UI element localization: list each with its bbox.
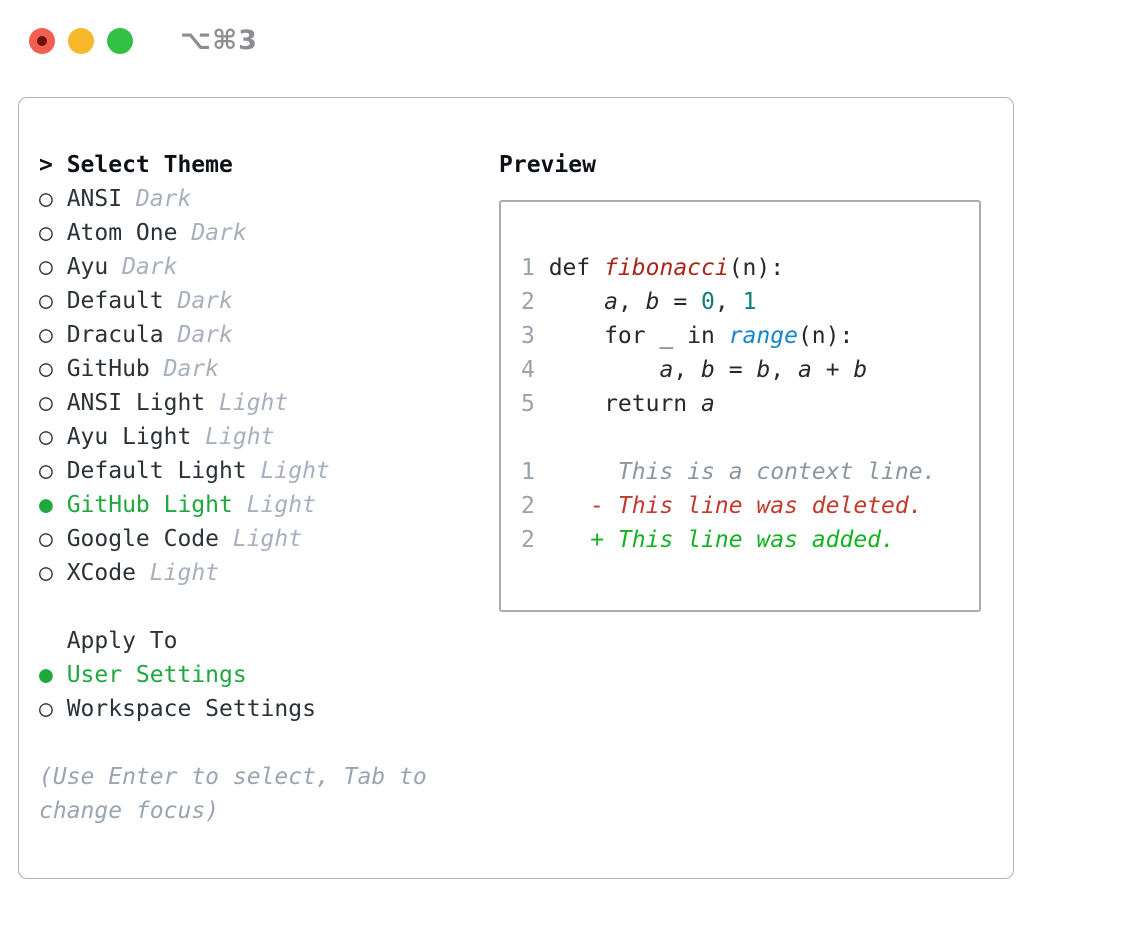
line-number: 2 [521, 493, 535, 519]
line-number: 2 [521, 289, 535, 315]
theme-variant: Dark [177, 288, 233, 314]
code-line: 4 a, b = b, a + b [521, 353, 963, 387]
radio-selected-icon: ● [39, 662, 53, 688]
apply-option-user-settings[interactable]: ● User Settings [39, 658, 479, 692]
radio-unselected-icon: ○ [39, 322, 53, 348]
theme-name: Default Light [66, 458, 247, 484]
radio-unselected-icon: ○ [39, 356, 53, 382]
radio-unselected-icon: ○ [39, 390, 53, 416]
code-line: 2 a, b = 0, 1 [521, 285, 963, 319]
line-number: 1 [521, 459, 535, 485]
theme-name: Dracula [66, 322, 164, 348]
window-title: ⌥⌘3 [180, 25, 258, 56]
theme-list: > Select Theme ○ ANSI Dark ○ Atom One Da… [39, 148, 479, 828]
record-dot-icon [37, 35, 47, 46]
line-number: 1 [521, 255, 535, 281]
theme-option-ayu-dark[interactable]: ○ Ayu Dark [39, 250, 479, 284]
theme-name: XCode [66, 560, 136, 586]
theme-variant: Dark [135, 186, 192, 212]
theme-name: Ayu Light [66, 424, 192, 450]
title-bar: ⌥⌘3 [29, 25, 258, 56]
preview-box: 1 def fibonacci(n): 2 a, b = 0, 1 3 for … [499, 200, 981, 612]
select-theme-heading: > Select Theme [39, 148, 479, 182]
focus-caret-icon: > [39, 152, 53, 178]
radio-unselected-icon: ○ [39, 254, 53, 280]
minimize-button[interactable] [68, 27, 94, 54]
diff-deleted-text: - This line was deleted. [548, 493, 923, 519]
line-number: 5 [521, 391, 535, 417]
function-name-token: fibonacci [604, 255, 729, 281]
blank-line [521, 421, 963, 455]
radio-unselected-icon: ○ [39, 458, 53, 484]
number-token: 1 [742, 289, 757, 315]
theme-option-ayu-light[interactable]: ○ Ayu Light Light [39, 420, 479, 454]
code-line: 5 return a [521, 387, 963, 421]
diff-added-text: + This line was added. [548, 527, 895, 553]
theme-option-dracula-dark[interactable]: ○ Dracula Dark [39, 318, 479, 352]
theme-variant: Dark [177, 322, 233, 348]
preview-pane: Preview 1 def fibonacci(n): 2 a, b = 0, … [499, 148, 985, 612]
theme-option-google-code[interactable]: ○ Google Code Light [39, 522, 479, 556]
theme-variant: Light [232, 526, 303, 552]
radio-selected-icon: ● [39, 492, 53, 518]
builtin-token: range [728, 323, 798, 349]
theme-name: Ayu [66, 254, 109, 280]
code-line: 1 def fibonacci(n): [521, 251, 963, 285]
code-line: 3 for _ in range(n): [521, 319, 963, 353]
theme-option-default-light[interactable]: ○ Default Light Light [39, 454, 479, 488]
diff-added-line: 2 + This line was added. [521, 523, 963, 557]
theme-name: ANSI [66, 186, 123, 212]
theme-variant: Dark [122, 254, 178, 280]
line-number: 3 [521, 323, 535, 349]
theme-variant: Dark [163, 356, 220, 382]
apply-option-name: Workspace Settings [66, 696, 316, 722]
apply-to-heading: Apply To [39, 624, 479, 658]
theme-option-ansi-light[interactable]: ○ ANSI Light Light [39, 386, 479, 420]
radio-unselected-icon: ○ [39, 220, 53, 246]
radio-unselected-icon: ○ [39, 424, 53, 450]
theme-option-ansi-dark[interactable]: ○ ANSI Dark [39, 182, 479, 216]
spacer [39, 590, 479, 624]
theme-name: Atom One [66, 220, 178, 246]
theme-option-default-dark[interactable]: ○ Default Dark [39, 284, 479, 318]
theme-option-github-dark[interactable]: ○ GitHub Dark [39, 352, 479, 386]
diff-context-text: This is a context line. [548, 459, 937, 485]
diff-deleted-line: 2 - This line was deleted. [521, 489, 963, 523]
line-number: 4 [521, 357, 535, 383]
select-theme-label: Select Theme [66, 152, 233, 178]
apply-option-workspace-settings[interactable]: ○ Workspace Settings [39, 692, 479, 726]
theme-variant: Dark [191, 220, 247, 246]
theme-name: ANSI Light [66, 390, 206, 416]
theme-variant: Light [246, 492, 316, 518]
preview-heading: Preview [499, 152, 596, 178]
theme-option-atom-one-dark[interactable]: ○ Atom One Dark [39, 216, 479, 250]
close-button[interactable] [29, 27, 55, 54]
theme-variant: Light [260, 458, 330, 484]
theme-option-xcode[interactable]: ○ XCode Light [39, 556, 479, 590]
theme-picker-panel: > Select Theme ○ ANSI Dark ○ Atom One Da… [18, 97, 1014, 879]
theme-name: Google Code [66, 526, 220, 552]
theme-name: Default [66, 288, 164, 314]
theme-variant: Light [205, 424, 275, 450]
line-number: 2 [521, 527, 535, 553]
keyboard-hint: (Use Enter to select, Tab to change focu… [39, 764, 427, 824]
diff-context-line: 1 This is a context line. [521, 455, 963, 489]
theme-variant: Light [149, 560, 220, 586]
theme-variant: Light [219, 390, 289, 416]
radio-unselected-icon: ○ [39, 696, 53, 722]
radio-unselected-icon: ○ [39, 186, 53, 212]
theme-name: GitHub [66, 356, 150, 382]
theme-name: GitHub Light [66, 492, 233, 518]
theme-option-github-light[interactable]: ● GitHub Light Light [39, 488, 479, 522]
apply-to-label: Apply To [66, 628, 178, 654]
radio-unselected-icon: ○ [39, 560, 53, 586]
radio-unselected-icon: ○ [39, 288, 53, 314]
radio-unselected-icon: ○ [39, 526, 53, 552]
apply-option-name: User Settings [66, 662, 247, 688]
zoom-button[interactable] [107, 27, 133, 54]
number-token: 0 [701, 289, 715, 315]
